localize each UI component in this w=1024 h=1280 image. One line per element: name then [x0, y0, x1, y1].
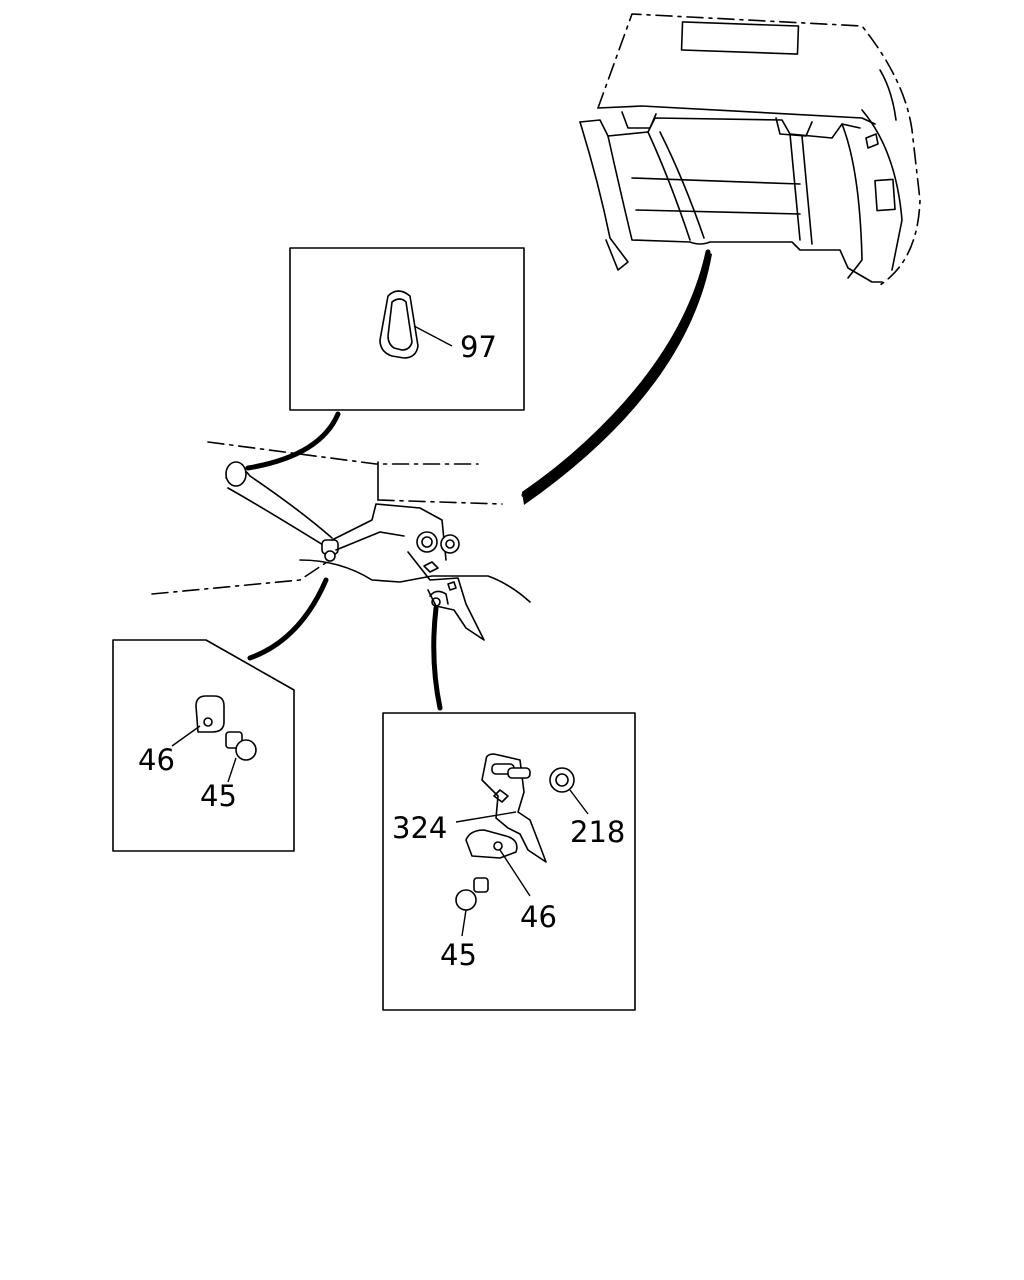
clamp-icon	[195, 695, 225, 733]
studs-icon	[491, 763, 531, 779]
hose-end-icon	[225, 461, 247, 487]
callout-45-left: 45	[200, 779, 237, 813]
callout-46-right: 46	[520, 900, 557, 934]
callout-45-right: 45	[440, 938, 477, 972]
grommet-icon	[379, 290, 419, 359]
housing-assembly	[579, 13, 921, 286]
bold-leaders	[245, 249, 712, 711]
callout-218: 218	[570, 815, 625, 849]
box-parts-324-218-46-45: 324 218 46 45	[382, 712, 636, 1011]
bolt-icon-right	[455, 877, 489, 911]
callout-324: 324	[392, 811, 447, 845]
callout-46-left: 46	[138, 743, 175, 777]
box-part-97: 97	[289, 247, 525, 411]
nut-icon	[416, 531, 438, 553]
center-assembly	[151, 441, 531, 641]
box-parts-46-45-left: 46 45	[112, 639, 295, 852]
bolt-icon-left	[225, 731, 257, 761]
clamp-icon-right	[465, 829, 518, 859]
callout-97: 97	[460, 330, 497, 364]
bolt-icon	[440, 534, 460, 554]
nut-icon-218	[549, 767, 575, 793]
